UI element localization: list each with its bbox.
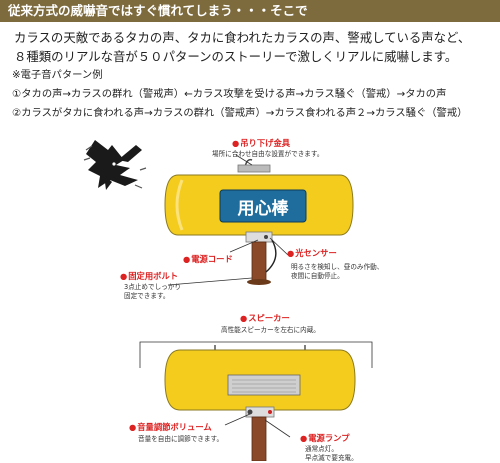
label-speaker: スピーカー: [240, 312, 290, 324]
notes-heading: ※電子音パターン例: [12, 69, 103, 81]
device-bottom: [164, 345, 356, 461]
label-light-sensor: 光センサー: [287, 247, 337, 259]
desc-volume-knob: 音量を自由に調節できます。: [138, 435, 224, 443]
desc-power-lamp: 通常点灯。 早点滅で要充電。: [305, 445, 358, 462]
desc-fixing-bolt: 3点止めでしっかり 固定できます。: [124, 283, 181, 300]
pattern-2: ②カラスがタカに食われる声→カラスの群れ（警戒声）→カラス食われる声２→カラス騒…: [12, 107, 468, 119]
intro-text: カラスの天敵であるタカの声、タカに食われたカラスの声、警戒している声など、 ８種…: [14, 28, 494, 66]
desc-speaker: 高性能スピーカーを左右に内蔵。: [221, 326, 320, 334]
product-name-label: 用心棒: [238, 198, 290, 219]
crow-illustration: [83, 140, 147, 190]
label-hanging-bracket: 吊り下げ金具: [232, 137, 290, 149]
intro-line-2: ８種類のリアルな音が５０パターンのストーリーで激しくリアルに威嚇します。: [14, 49, 458, 64]
pattern-notes: ※電子音パターン例 ①タカの声→カラスの群れ（警戒声）←カラス攻撃を受ける声→カ…: [12, 66, 498, 123]
label-volume-knob: 音量調節ボリューム: [129, 421, 211, 433]
pattern-1: ①タカの声→カラスの群れ（警戒声）←カラス攻撃を受ける声→カラス騒ぐ（警戒）→タ…: [12, 88, 447, 100]
label-fixing-bolt: 固定用ボルト: [120, 270, 178, 282]
desc-light-sensor: 明るさを検知し、昼のみ作動、 夜間に自動停止。: [291, 263, 384, 280]
leader-lines: [139, 154, 373, 438]
page-header: 従来方式の威嚇音ではすぐ慣れてしまう・・・そこで: [0, 0, 500, 22]
label-power-cord: 電源コード: [183, 253, 233, 265]
label-power-lamp: 電源ランプ: [300, 432, 349, 444]
device-top: 用心棒: [164, 158, 354, 285]
desc-hanging-bracket: 場所に合わせ自由な設置ができます。: [212, 150, 324, 158]
intro-line-1: カラスの天敵であるタカの声、タカに食われたカラスの声、警戒している声など、: [14, 30, 471, 45]
